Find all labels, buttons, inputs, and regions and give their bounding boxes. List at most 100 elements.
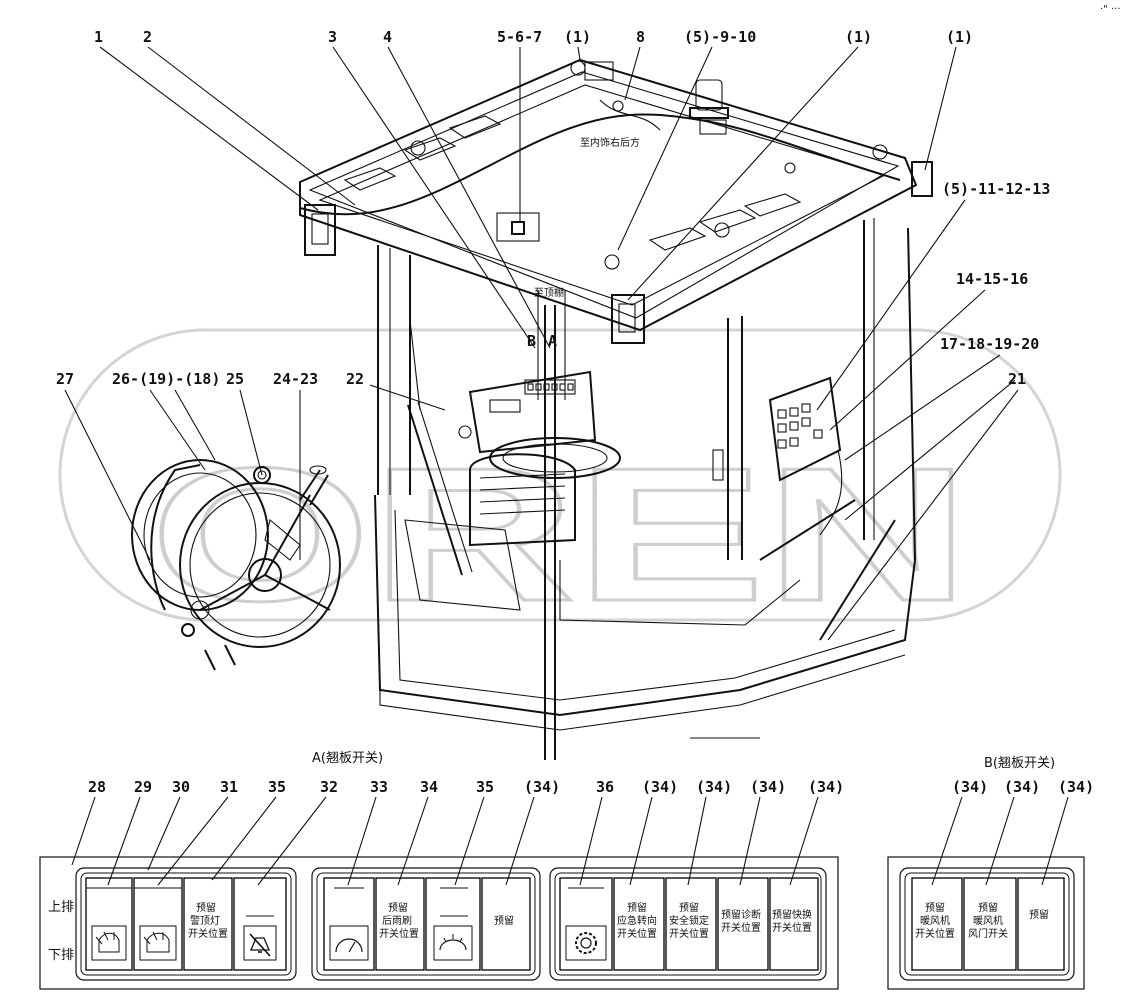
panel-a-frame — [39, 856, 839, 990]
callout-label: 25 — [226, 370, 244, 388]
callout-label: (34) — [696, 778, 732, 796]
switch-text: 预留 — [1029, 908, 1049, 921]
callout-label: (1) — [564, 28, 591, 46]
callout-label: 4 — [383, 28, 392, 46]
callout-label: 22 — [346, 370, 364, 388]
wire-label-a: A — [548, 332, 557, 350]
horn-mute-icon — [249, 933, 271, 957]
switch-text: 暖风机 — [973, 914, 1003, 927]
callout-label: 8 — [636, 28, 645, 46]
switch-text: 开关位置 — [721, 921, 761, 934]
cab-callouts: 1 2 3 4 5-6-7 (1) 8 (5)-9-10 (1) (1) (5)… — [56, 28, 1050, 388]
callout-label: 32 — [320, 778, 338, 796]
callout-label: (5)-11-12-13 — [942, 180, 1050, 198]
switch-text: 预留诊断 — [721, 908, 761, 921]
callout-label: 36 — [596, 778, 614, 796]
panel-a-group-1 — [75, 867, 297, 981]
switch-text: 应急转向 — [617, 914, 657, 927]
switch-text: 开关位置 — [669, 927, 709, 940]
callout-label: (34) — [642, 778, 678, 796]
callout-label: (34) — [524, 778, 560, 796]
cab-illustration — [64, 46, 1019, 760]
switch-text: 预留快换 — [772, 908, 812, 921]
callout-label: (5)-9-10 — [684, 28, 756, 46]
rocker-switch[interactable] — [559, 877, 613, 971]
gear-warning-icon — [575, 932, 597, 954]
panel-b-callouts: (34) (34) (34) — [952, 778, 1094, 796]
rocker-switch[interactable] — [85, 877, 133, 971]
callout-label: 1 — [94, 28, 103, 46]
callout-label: 35 — [268, 778, 286, 796]
rocker-switch[interactable]: 预留 后雨刷 开关位置 — [375, 877, 425, 971]
note-to-roof: 至顶棚 — [534, 286, 564, 299]
panel-b-title: B(翘板开关) — [984, 756, 1055, 771]
rocker-switch[interactable]: 预留 — [1017, 877, 1065, 971]
rocker-switch[interactable]: 预留 安全锁定 开关位置 — [665, 877, 717, 971]
panel-a-group-3 — [549, 867, 827, 981]
callout-label: (34) — [750, 778, 786, 796]
callout-label: 24-23 — [273, 370, 318, 388]
panel-b-leaders — [931, 796, 1069, 886]
callout-label: (34) — [952, 778, 988, 796]
switch-text: 开关位置 — [772, 921, 812, 934]
switch-text: 警顶灯 — [190, 914, 220, 927]
rocker-switch[interactable] — [425, 877, 481, 971]
callout-label: 27 — [56, 370, 74, 388]
rocker-switch[interactable]: 预留诊断 开关位置 — [717, 877, 769, 971]
rocker-switch[interactable] — [323, 877, 375, 971]
callout-label: 21 — [1008, 370, 1026, 388]
switch-text: 开关位置 — [379, 927, 419, 940]
callout-label: (1) — [946, 28, 973, 46]
callout-label: 17-18-19-20 — [940, 335, 1039, 353]
switch-text: 后雨刷 — [382, 915, 412, 927]
switch-text: 预留 — [196, 901, 216, 914]
rocker-switch[interactable] — [133, 877, 183, 971]
callout-label: 33 — [370, 778, 388, 796]
rocker-switch[interactable]: 预留 警顶灯 开关位置 — [183, 877, 233, 971]
callout-label: 29 — [134, 778, 152, 796]
rocker-switch[interactable]: 预留 — [481, 877, 531, 971]
switch-text: 预留 — [494, 914, 514, 927]
panel-a-leaders — [71, 796, 819, 886]
row-label-lower: 下排 — [48, 948, 74, 963]
wire-label-b: B — [527, 332, 536, 350]
work-light-icon — [95, 931, 120, 953]
callout-label: 5-6-7 — [497, 28, 542, 46]
panel-a-title: A(翘板开关) — [312, 751, 383, 766]
rocker-switch[interactable]: 预留 应急转向 开关位置 — [613, 877, 665, 971]
callout-label: 31 — [220, 778, 238, 796]
switch-text: 预留 — [679, 901, 699, 914]
callout-label: (34) — [1058, 778, 1094, 796]
callout-label: 3 — [328, 28, 337, 46]
callout-label: 30 — [172, 778, 190, 796]
switch-text: 安全锁定 — [669, 914, 709, 927]
callout-label: 26-(19)-(18) — [112, 370, 220, 388]
row-label-upper: 上排 — [48, 900, 74, 915]
callout-label: 35 — [476, 778, 494, 796]
note-to-interior-right-rear: 至内饰右后方 — [580, 136, 640, 149]
rocker-switch[interactable] — [233, 877, 287, 971]
switch-text: 预留 — [925, 901, 945, 914]
callout-label: 14-15-16 — [956, 270, 1028, 288]
switch-text: 预留 — [978, 901, 998, 914]
rocker-switch[interactable]: 预留快换 开关位置 — [769, 877, 819, 971]
panel-b-group — [899, 867, 1075, 981]
panel-a-group-2 — [311, 867, 541, 981]
switch-text: 开关位置 — [915, 927, 955, 940]
callout-label: 34 — [420, 778, 438, 796]
panel-a-callouts: 28 29 30 31 35 32 33 34 35 (34) 36 (34) … — [88, 778, 844, 796]
callout-label: (34) — [808, 778, 844, 796]
callout-label: (34) — [1004, 778, 1040, 796]
callout-label: 2 — [143, 28, 152, 46]
corner-mark: ·" ··· — [1100, 4, 1121, 15]
rocker-switch[interactable]: 预留 暖风机 开关位置 — [911, 877, 963, 971]
switch-text: 风门开关 — [968, 927, 1008, 940]
washer-icon — [439, 934, 467, 951]
rocker-switch[interactable]: 预留 暖风机 风门开关 — [963, 877, 1017, 971]
switch-text: 开关位置 — [617, 927, 657, 940]
switch-text: 暖风机 — [920, 914, 950, 927]
work-light-icon — [143, 931, 170, 953]
switch-text: 预留 — [627, 901, 647, 914]
gauge-icon — [335, 938, 363, 953]
